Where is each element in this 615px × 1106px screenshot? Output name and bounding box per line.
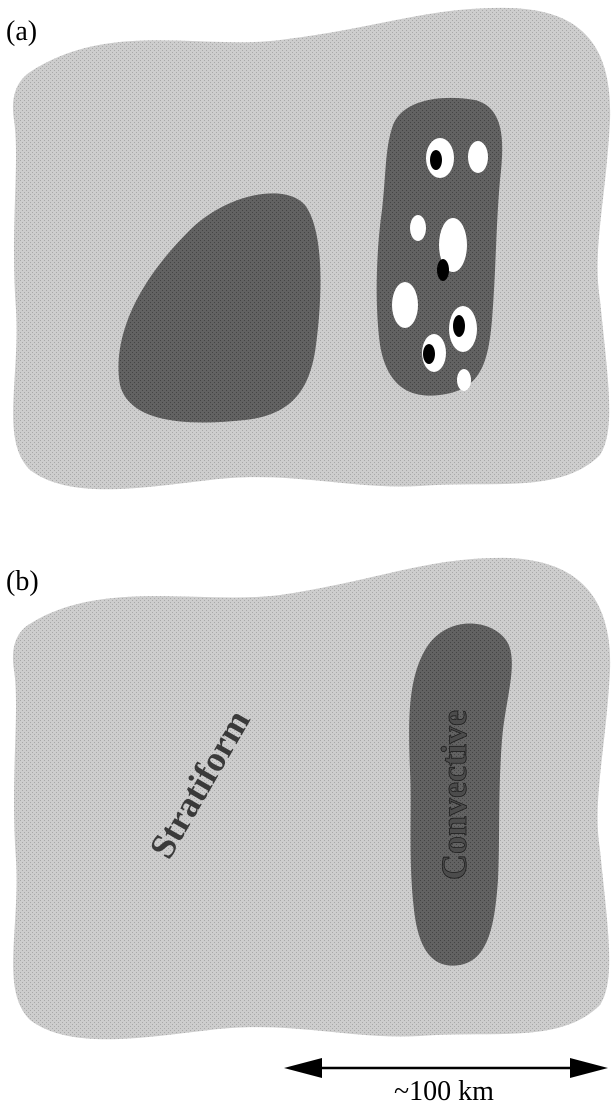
panel-a-label: (a) [6,16,37,47]
scale-arrow-left-icon [284,1058,322,1078]
panel-b-label: (b) [6,566,39,597]
scale-bar-label: ~100 km [394,1076,494,1106]
convective-label: Convective [434,710,474,880]
stratiform-region-b [13,558,610,1039]
scale-bar: ~100 km [284,1058,608,1106]
core-cell [468,141,488,173]
core-center [423,344,435,364]
core-cell [392,282,418,328]
scale-arrow-right-icon [570,1058,608,1078]
core-cell [457,369,471,391]
core-center [453,315,465,337]
core-center [430,150,442,170]
core-cell [410,215,426,241]
core-center [437,259,449,281]
panel-b: (b) Stratiform Convective [6,558,610,1039]
panel-a: (a) [6,8,610,489]
